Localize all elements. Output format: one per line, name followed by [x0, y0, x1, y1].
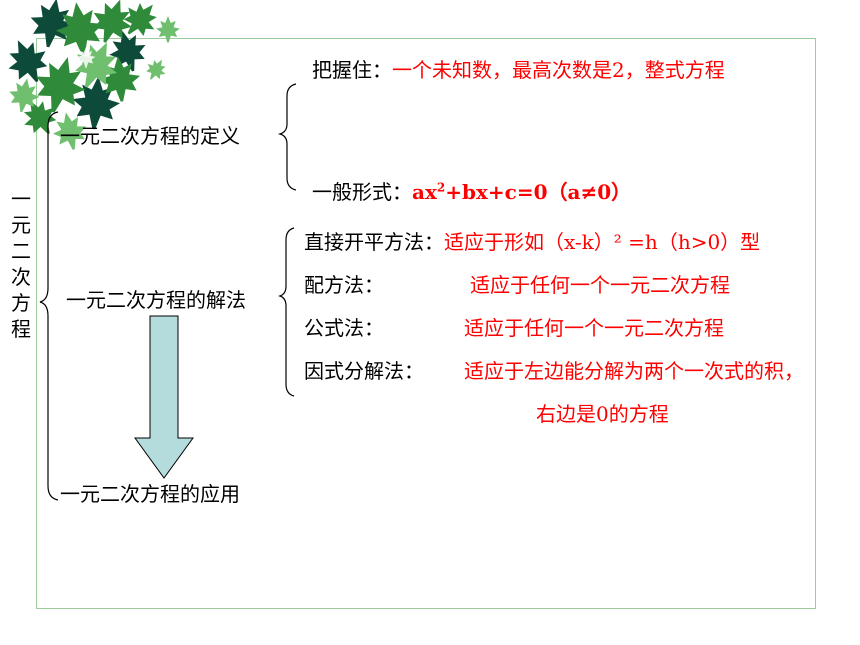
method-detail: 适应于任何一个一元二次方程 [464, 316, 724, 340]
method-name: 直接开平方法： [304, 230, 444, 254]
method-row: 直接开平方法：适应于形如（x-k）² =h（h>0）型 [304, 230, 760, 254]
formula-rest: +bx+c=0（a≠0） [445, 180, 632, 204]
method-name: 配方法： [304, 273, 384, 297]
method-detail: 适应于形如（x-k）² =h（h>0）型 [444, 230, 761, 254]
method-name: 公式法： [304, 316, 384, 340]
method-name: 因式分解法： [304, 359, 424, 383]
formula-exponent: 2 [436, 180, 446, 195]
methods-brace [278, 227, 295, 397]
method-detail: 适应于左边能分解为两个一次式的积， [464, 359, 804, 383]
definition-key-points: 把握住：一个未知数，最高次数是2，整式方程 [312, 58, 725, 82]
definition-key-lead: 把握住： [312, 58, 392, 82]
branch-application: 一元二次方程的应用 [60, 482, 240, 506]
method-detail: 适应于任何一个一元二次方程 [470, 273, 730, 297]
general-form-formula: ax2+bx+c=0（a≠0） [412, 180, 631, 204]
formula-part-ax: ax [412, 180, 437, 204]
definition-key-detail: 一个未知数，最高次数是2，整式方程 [392, 58, 725, 82]
branch-definition: 一元二次方程的定义 [60, 124, 240, 148]
main-title: 一元二次方程 [11, 187, 31, 341]
main-brace [39, 111, 59, 501]
down-arrow-icon [134, 315, 194, 479]
branch-solutions: 一元二次方程的解法 [66, 288, 246, 312]
definition-general-form: 一般形式：ax2+bx+c=0（a≠0） [312, 180, 631, 204]
slide-frame [36, 38, 816, 609]
general-form-lead: 一般形式： [312, 180, 412, 204]
definition-brace [277, 83, 297, 191]
method-detail-continued: 右边是0的方程 [536, 402, 669, 426]
